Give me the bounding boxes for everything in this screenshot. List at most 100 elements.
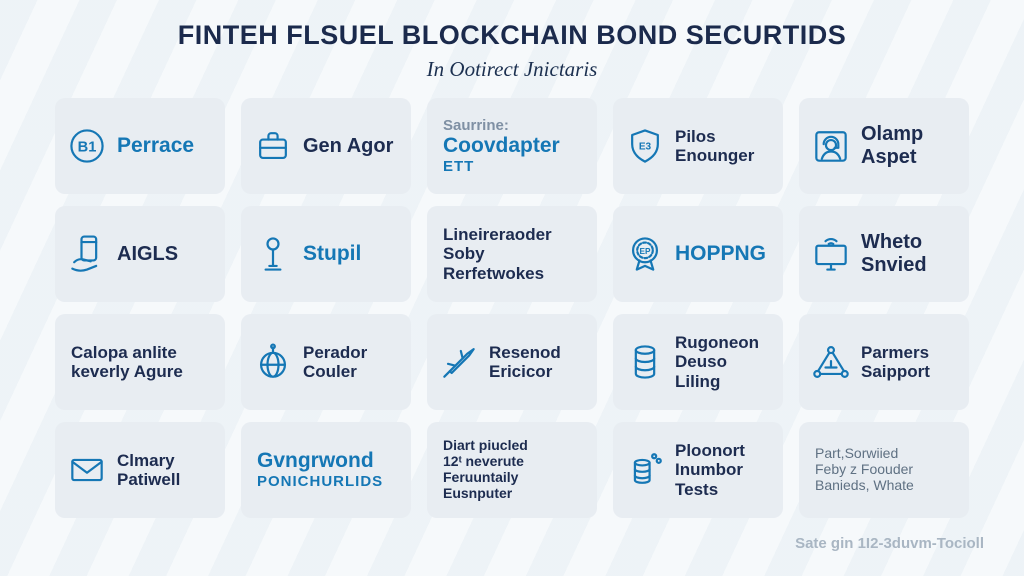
card-text: Stupil <box>303 242 361 266</box>
card-text: HOPPNG <box>675 242 766 266</box>
card-label: Eusnputer <box>443 484 513 501</box>
card-text: AIGLS <box>117 243 178 266</box>
card-label: Calopa anlite <box>71 342 177 362</box>
briefcase-icon <box>251 124 295 168</box>
card-label: Ericicor <box>489 362 553 381</box>
card: AIGLS <box>55 206 225 302</box>
headset-person-icon <box>809 124 853 168</box>
card-label: Perrace <box>117 134 195 158</box>
card-label: Pilos <box>675 126 716 146</box>
page-subtitle: In Ootirect Jnictaris <box>426 57 598 81</box>
card-label: Banieds, Whate <box>815 476 914 493</box>
pyramid-network-icon <box>809 340 853 384</box>
card-label: PONICHURLIDS <box>257 473 384 491</box>
card-label: HOPPNG <box>675 242 767 266</box>
card-text: Perrace <box>117 134 194 158</box>
coin-stack-icon <box>623 340 667 384</box>
card-label: Parmers <box>861 342 930 362</box>
card-label: Rerfetwokes <box>443 263 545 283</box>
shield-icon: E3 <box>623 124 667 168</box>
card-label: Aspet <box>861 146 917 168</box>
card-label: keverly Agure <box>71 362 183 381</box>
card-label: Couler <box>303 362 357 381</box>
card-label: AIGLS <box>117 242 179 265</box>
card-text: Gen Agor <box>303 135 393 158</box>
card-label: Feby z Foouder <box>815 461 914 478</box>
card-label: Snvied <box>861 254 927 276</box>
card-label: Olamp <box>861 123 924 146</box>
coin-stack-small-icon <box>623 448 667 492</box>
card-label: Inumbor <box>675 460 743 480</box>
rocket-icon <box>437 340 481 384</box>
card-label: Rugoneon <box>675 332 760 352</box>
svg-text:EP: EP <box>639 247 651 256</box>
card-label: Perador <box>303 342 368 362</box>
card-label: Soby <box>443 244 485 264</box>
card-label: Saipport <box>861 362 930 381</box>
card-label: ETT <box>443 157 475 175</box>
card: B1 Perrace <box>55 98 225 194</box>
card: Gen Agor <box>241 98 411 194</box>
badge-icon: EP <box>623 232 667 276</box>
card-label: Clmary <box>117 450 175 470</box>
card-label: 12ᵗ neverute <box>443 453 524 470</box>
svg-text:B1: B1 <box>78 140 97 156</box>
card: Stupil <box>241 206 411 302</box>
monitor-icon <box>809 232 853 276</box>
card-label: Resenod <box>489 342 561 362</box>
card-label: Gen Agor <box>303 134 394 157</box>
card-label: Stupil <box>303 242 362 266</box>
card-label: Gvngrwond <box>257 449 374 473</box>
page-title: FINTEH FLSUEL BLOCKCHAIN BOND SECURTIDS <box>177 20 847 50</box>
card-label: Diart piucled <box>443 437 528 454</box>
svg-text:E3: E3 <box>639 142 652 153</box>
card-label: Patiwell <box>117 470 181 489</box>
card-label: Saurrine: <box>443 116 509 134</box>
card-label: Ploonort <box>675 440 745 460</box>
header: FINTEH FLSUEL BLOCKCHAIN BOND SECURTIDS … <box>0 0 1024 82</box>
card-label: Enounger <box>675 146 755 165</box>
footer-note: Sate gin 1I2-3duvm-Tocioll <box>795 535 984 552</box>
card-label: Coovdapter <box>443 134 560 158</box>
globe-icon <box>251 340 295 384</box>
card-label: Deuso <box>675 352 727 372</box>
card-label: Part,Sorwiied <box>815 445 899 462</box>
envelope-icon <box>65 448 109 492</box>
b1-circle-icon: B1 <box>65 124 109 168</box>
card-label: Tests <box>675 479 719 499</box>
card-label: Wheto <box>861 231 923 254</box>
card: EP HOPPNG <box>613 206 783 302</box>
card-label: Lineireraoder <box>443 224 552 244</box>
card-label: Feruuntaily <box>443 469 519 485</box>
